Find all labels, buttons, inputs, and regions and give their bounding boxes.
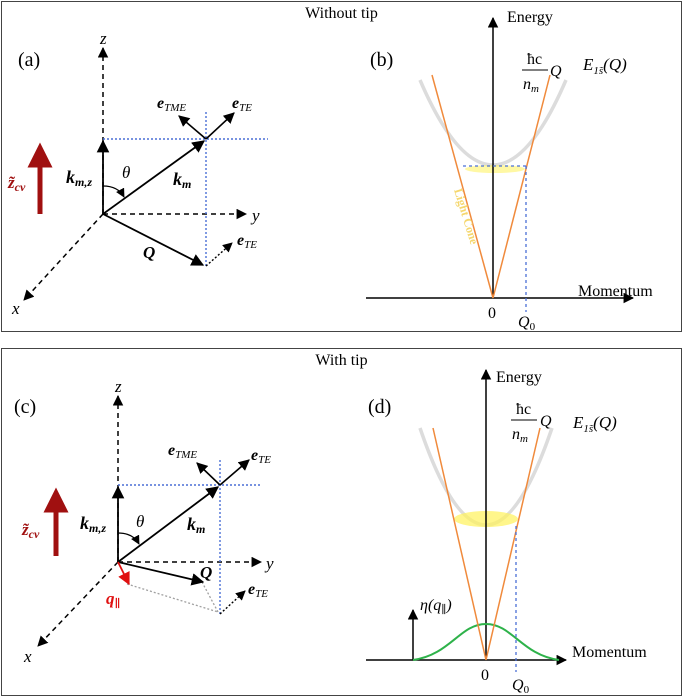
e-tme-vector <box>178 115 207 140</box>
e-te-dotted-label: eTE <box>248 581 268 600</box>
panel-d: (d) Energy Momentum 0 Q0 η(q∥) ħc nm Q E… <box>366 368 647 696</box>
light-cone-label: Light Cone <box>451 187 481 247</box>
panel-c-label: (c) <box>14 396 36 418</box>
kmz-label: km,z <box>66 167 92 189</box>
dispersion-label: E1̃s(Q) <box>572 413 617 435</box>
title-without-tip: Without tip <box>305 5 378 22</box>
axis-y-label: y <box>264 554 274 573</box>
bottom-panel-box: With tip <box>1 348 682 696</box>
e-te-vector <box>205 112 235 140</box>
zero-label: 0 <box>488 305 496 322</box>
e-te-vector <box>219 459 250 486</box>
Q-vector <box>117 561 205 586</box>
light-cone-left <box>432 427 487 661</box>
e-tme-label: eTME <box>168 442 197 461</box>
km-label: km <box>173 169 191 191</box>
theta-label: θ <box>136 512 144 531</box>
e-te-label: eTE <box>232 95 252 114</box>
e-te-dotted-label: eTE <box>237 232 257 251</box>
axis-z-label: z <box>99 29 107 48</box>
x-axis <box>37 561 119 647</box>
top-panel-box: Without tip <box>1 1 682 332</box>
Q-vector <box>102 213 205 266</box>
panel-a: (a) z y x θ eTME eTE eTE km,z km Q z̃cv <box>7 29 268 318</box>
panel-b: (b) Energy Momentum 0 Q0 Light Cone ħc n… <box>366 9 653 333</box>
Q-projection <box>201 581 219 613</box>
e-te-dotted-vector <box>219 590 246 615</box>
hc-numerator: ħc <box>527 51 542 68</box>
x-axis <box>23 213 104 301</box>
e-tme-vector <box>196 462 221 486</box>
km-vector <box>102 140 206 215</box>
axis-y-label: y <box>250 206 260 225</box>
overlap-highlight <box>465 165 525 173</box>
axis-x-label: x <box>23 647 32 666</box>
nm-denominator: nm <box>523 76 539 95</box>
dispersion-label: E1̃s(Q) <box>582 55 627 77</box>
momentum-label: Momentum <box>572 644 647 661</box>
panel-a-label: (a) <box>18 49 40 71</box>
q-parallel-label: q∥ <box>106 589 120 610</box>
Q-label: Q <box>200 563 212 582</box>
light-cone-left <box>431 74 494 299</box>
axis-z-label: z <box>114 377 122 396</box>
zcv-label: z̃cv <box>21 520 40 541</box>
axis-x-label: x <box>11 299 20 318</box>
Q0-label: Q0 <box>518 314 536 333</box>
zcv-label: z̃cv <box>7 173 26 194</box>
zero-label: 0 <box>481 667 489 684</box>
Q0-label: Q0 <box>512 677 530 696</box>
Q-label: Q <box>143 243 155 262</box>
km-label: km <box>187 514 205 536</box>
title-with-tip: With tip <box>315 352 368 369</box>
theta-arc <box>117 532 140 545</box>
e-te-dotted-vector <box>205 242 233 267</box>
tip-distribution-curve <box>412 622 560 661</box>
q-parallel-vector <box>117 561 130 586</box>
hc-Q: Q <box>550 63 562 80</box>
light-cone-right <box>492 74 551 299</box>
e-tme-label: eTME <box>157 95 186 114</box>
hc-Q: Q <box>540 413 552 430</box>
kmz-label: km,z <box>80 513 106 535</box>
eta-label: η(q∥) <box>420 597 452 616</box>
e-te-label: eTE <box>251 447 271 466</box>
q-parallel-projection <box>126 583 219 613</box>
light-cone-right <box>485 427 541 661</box>
hc-numerator: ħc <box>516 401 531 418</box>
energy-label: Energy <box>507 9 553 26</box>
panel-c: (c) z y x θ eTME eTE eTE km,z km Q q∥ <box>14 377 274 666</box>
theta-arc <box>102 185 125 198</box>
panel-b-label: (b) <box>370 49 393 71</box>
energy-label: Energy <box>496 369 542 386</box>
theta-label: θ <box>122 163 130 182</box>
momentum-label: Momentum <box>578 283 653 300</box>
km-vector <box>117 486 220 563</box>
nm-denominator: nm <box>512 426 528 445</box>
panel-d-label: (d) <box>368 396 391 418</box>
